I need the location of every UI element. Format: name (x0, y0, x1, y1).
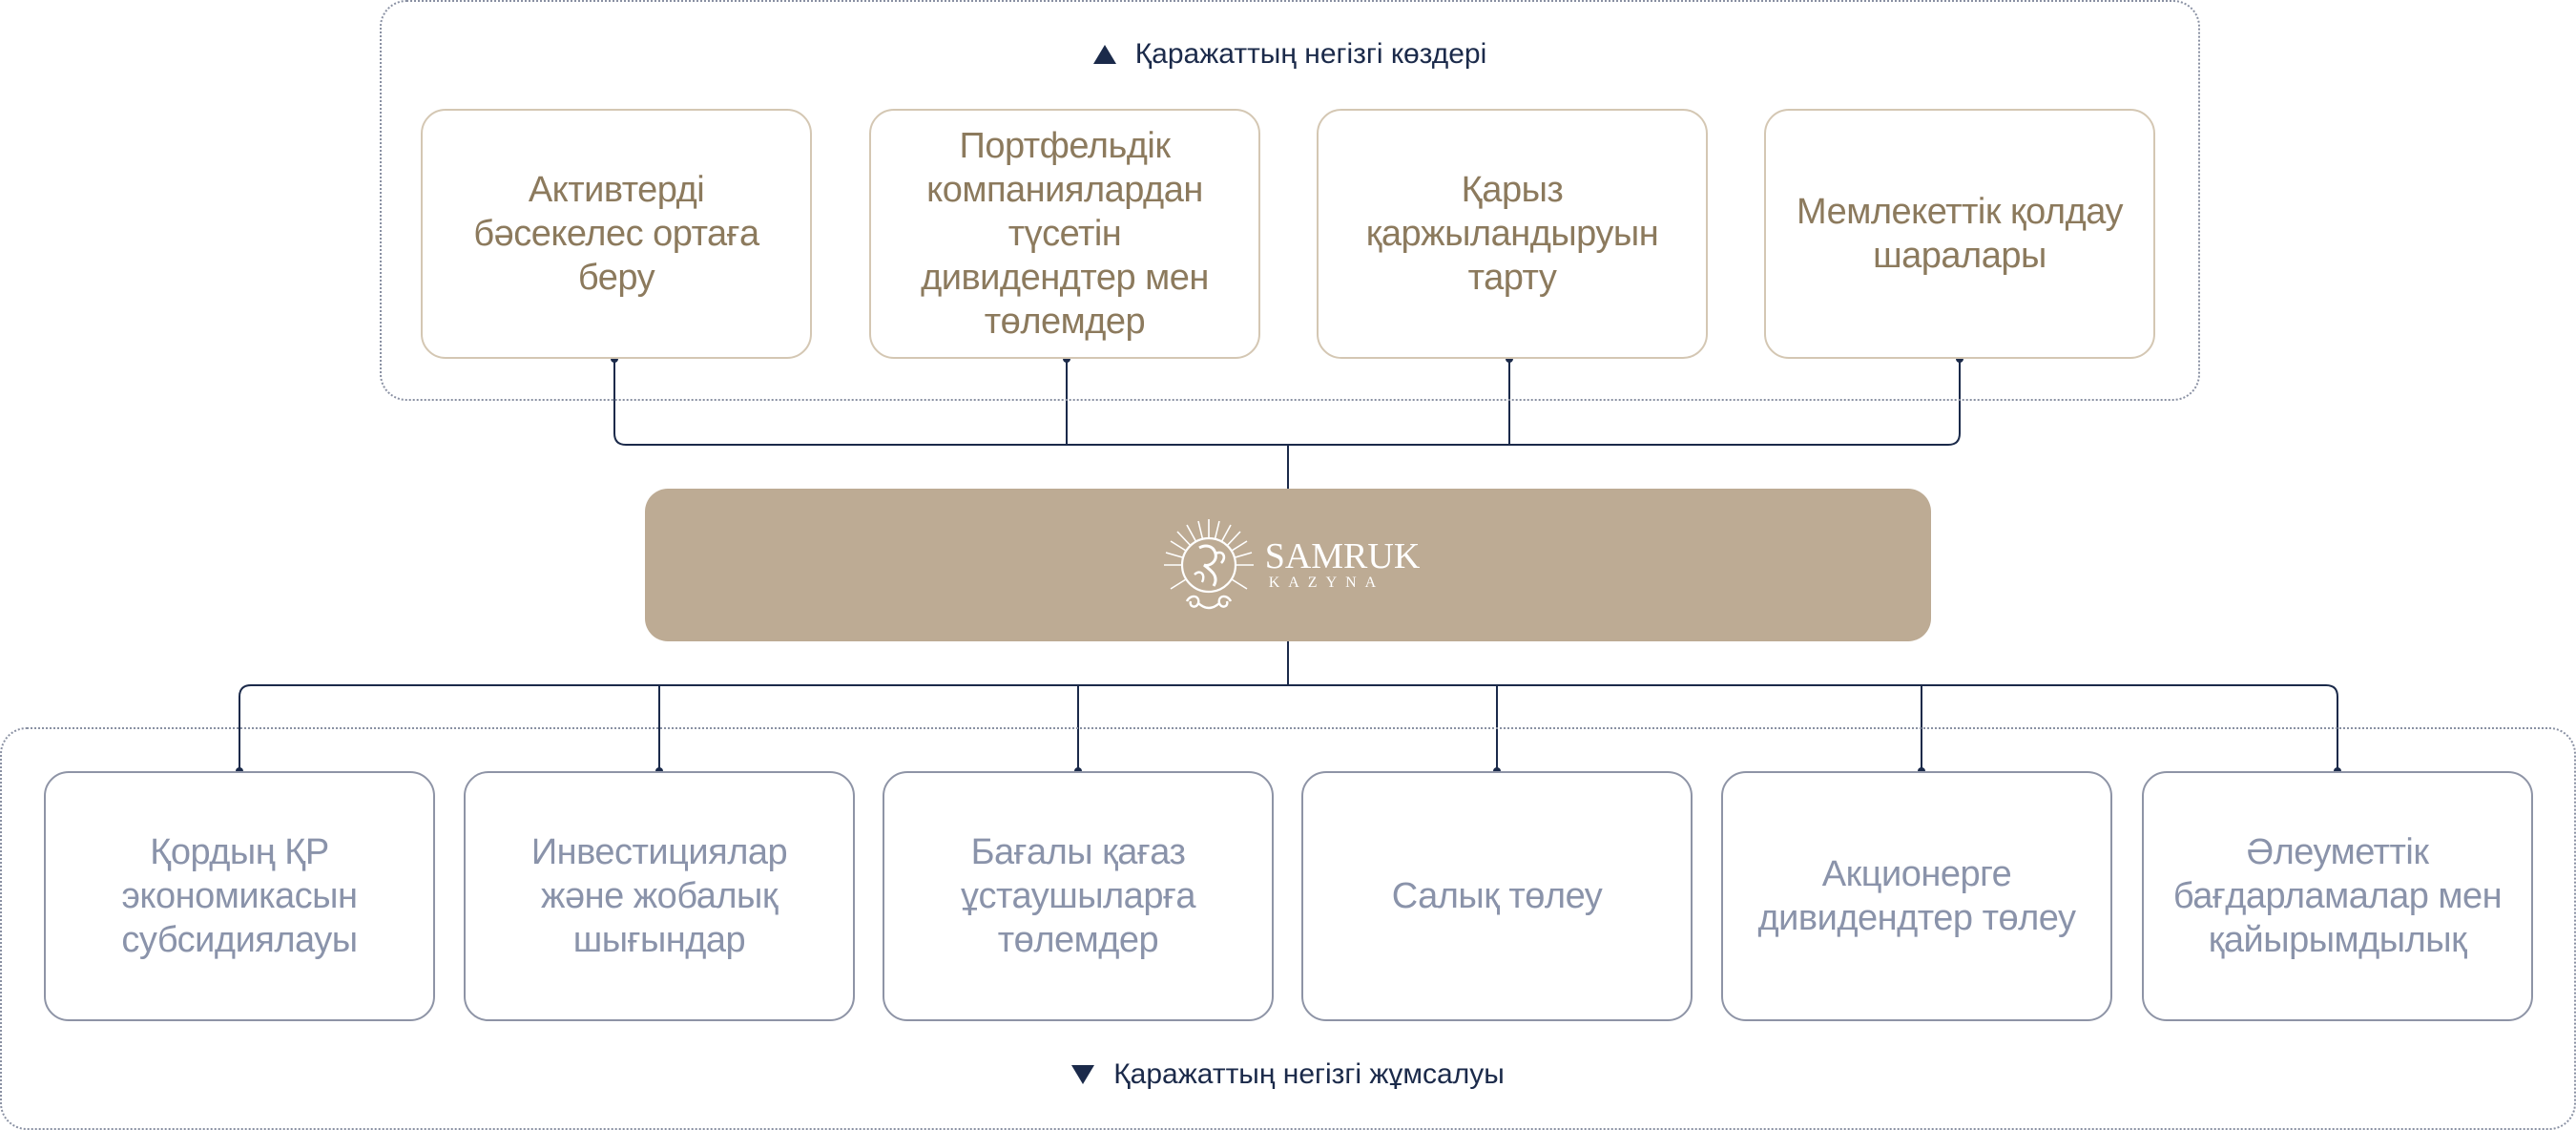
logo-main-text: SAMRUK (1264, 536, 1421, 576)
use-label: Бағалы қағаз ұстаушыларға төлемдер (961, 832, 1195, 960)
triangle-up-icon (1092, 45, 1116, 64)
source-label: Мемлекеттік қолдау шаралары (1797, 192, 2123, 276)
use-box-1: Қордың ҚР экономикасын субсидиялауы (44, 771, 435, 1021)
center-fund-bar: SAMRUK KAZYNA (645, 489, 1931, 641)
use-label: Салық төлеу (1391, 876, 1603, 916)
source-box-4: Мемлекеттік қолдау шаралары (1764, 109, 2155, 359)
logo-wordmark: SAMRUK KAZYNA (1265, 538, 1421, 592)
sources-title-text: Қаражаттың негізгі көздері (1134, 38, 1487, 70)
use-box-4: Салық төлеу (1301, 771, 1693, 1021)
use-label: Әлеуметтік бағдарламалар мен қайырымдылы… (2172, 832, 2503, 960)
uses-group: Қаражаттың негізгі жұмсалуы (0, 727, 2576, 1130)
sources-group: Қаражаттың негізгі көздері (380, 0, 2200, 401)
use-box-2: Инвестициялар және жобалық шығындар (464, 771, 855, 1021)
source-box-2: Портфельдік компаниялардан түсетін дивид… (869, 109, 1260, 359)
triangle-down-icon (1071, 1065, 1095, 1084)
logo-sub-text: KAZYNA (1268, 575, 1385, 591)
use-label: Акционерге дивидендтер төлеу (1757, 854, 2077, 938)
connector-source-bus (613, 432, 1961, 446)
uses-title: Қаражаттың негізгі жұмсалуы (2, 1058, 2574, 1091)
uses-title-text: Қаражаттың негізгі жұмсалуы (1113, 1058, 1505, 1090)
use-box-6: Әлеуметтік бағдарламалар мен қайырымдылы… (2142, 771, 2533, 1021)
use-box-5: Акционерге дивидендтер төлеу (1721, 771, 2112, 1021)
samruk-kazyna-logo: SAMRUK KAZYNA (1156, 508, 1421, 622)
source-label: Қарыз қаржыландыруын тарту (1365, 170, 1659, 298)
samruk-emblem-icon (1163, 519, 1254, 610)
use-label: Қордың ҚР экономикасын субсидиялауы (121, 832, 358, 960)
source-box-1: Активтерді бәсекелес ортаға беру (421, 109, 812, 359)
sources-title: Қаражаттың негізгі көздері (382, 38, 2198, 71)
use-box-3: Бағалы қағаз ұстаушыларға төлемдер (883, 771, 1274, 1021)
source-box-3: Қарыз қаржыландыруын тарту (1317, 109, 1708, 359)
source-label: Активтерді бәсекелес ортаға беру (473, 170, 759, 298)
use-label: Инвестициялар және жобалық шығындар (530, 832, 788, 960)
source-label: Портфельдік компаниялардан түсетін дивид… (921, 126, 1209, 342)
